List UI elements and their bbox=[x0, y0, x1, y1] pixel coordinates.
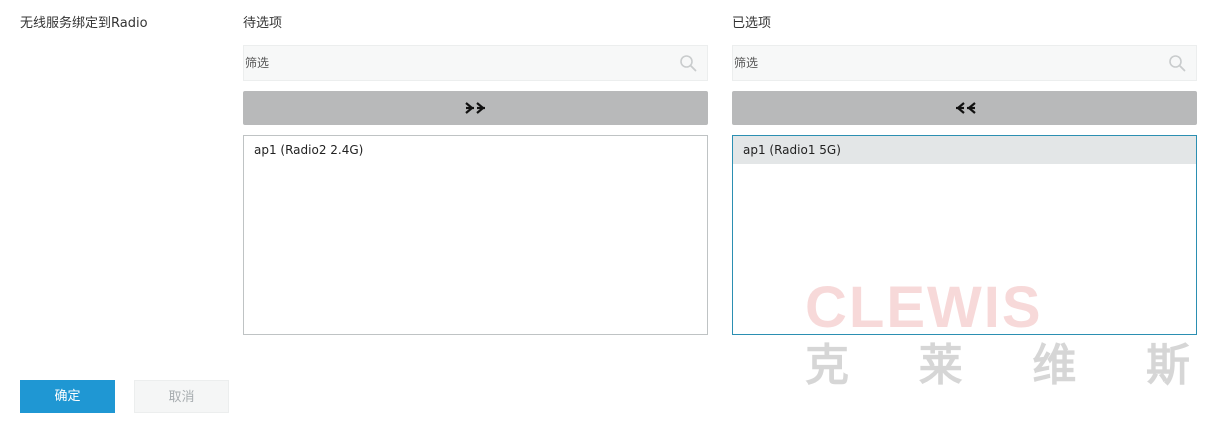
available-list[interactable]: ap1 (Radio2 2.4G) bbox=[243, 135, 708, 335]
chosen-filter-input[interactable] bbox=[733, 46, 1164, 80]
ok-button[interactable]: 确定 bbox=[20, 380, 115, 413]
move-right-button[interactable] bbox=[243, 91, 708, 125]
search-icon[interactable] bbox=[1168, 54, 1186, 72]
form-label: 无线服务绑定到Radio bbox=[20, 16, 148, 31]
move-left-button[interactable] bbox=[732, 91, 1197, 125]
watermark-chars: 克莱维斯 bbox=[805, 340, 1190, 392]
double-arrow-right-icon bbox=[464, 102, 485, 114]
watermark-char: 莱 bbox=[918, 340, 963, 391]
available-filter bbox=[243, 45, 708, 81]
chosen-list[interactable]: ap1 (Radio1 5G) bbox=[732, 135, 1197, 335]
chosen-filter bbox=[732, 45, 1197, 81]
watermark-char: 维 bbox=[1032, 340, 1077, 391]
available-filter-input[interactable] bbox=[244, 46, 675, 80]
available-title: 待选项 bbox=[243, 16, 283, 31]
cancel-button[interactable]: 取消 bbox=[134, 380, 229, 413]
double-arrow-left-icon bbox=[955, 102, 976, 114]
watermark-char: 斯 bbox=[1145, 340, 1190, 391]
list-item[interactable]: ap1 (Radio2 2.4G) bbox=[254, 143, 364, 157]
chosen-title: 已选项 bbox=[732, 16, 772, 31]
search-icon[interactable] bbox=[679, 54, 697, 72]
list-item[interactable]: ap1 (Radio1 5G) bbox=[733, 136, 1196, 164]
watermark-char: 克 bbox=[805, 340, 849, 391]
